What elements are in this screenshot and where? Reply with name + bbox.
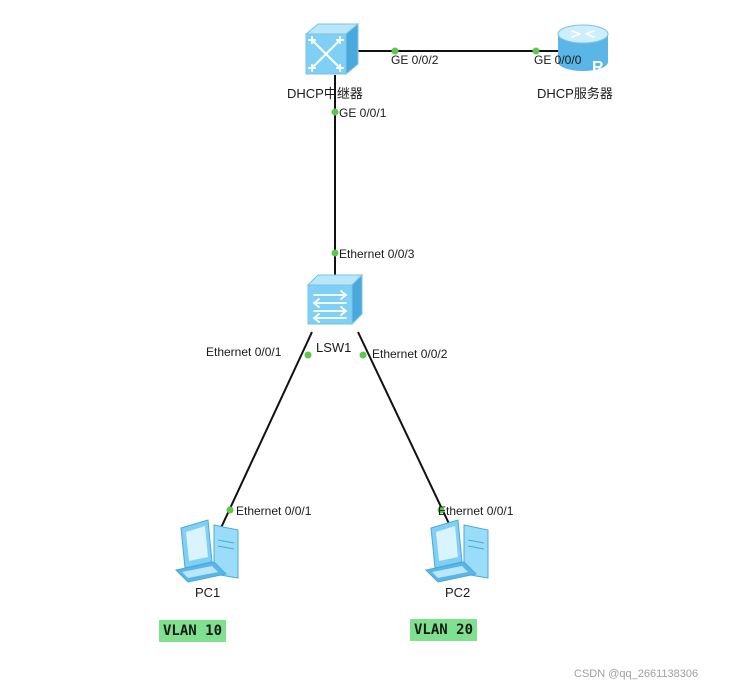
watermark: CSDN @qq_2661138306: [574, 668, 699, 680]
pc2-label: PC2: [445, 585, 471, 600]
port-label-pc1-eth001: Ethernet 0/0/1: [236, 504, 312, 518]
link-switch-pc1[interactable]: [219, 331, 313, 531]
pc2-icon[interactable]: [424, 519, 489, 583]
port-dot-switch-eth001[interactable]: [304, 351, 312, 359]
port-dot-pc2-eth001[interactable]: [437, 506, 445, 514]
port-label-relay-ge002: GE 0/0/2: [391, 53, 439, 67]
relay-label: DHCP中继器: [287, 86, 363, 101]
port-label-switch-eth002: Ethernet 0/0/2: [372, 347, 448, 361]
port-dot-server-ge000[interactable]: [532, 47, 540, 55]
router-icon[interactable]: R: [557, 24, 609, 76]
port-dot-relay-ge002[interactable]: [391, 47, 399, 55]
link-switch-pc2[interactable]: [357, 331, 453, 531]
vlan-tag-pc2: VLAN 20: [410, 619, 478, 641]
port-dot-relay-ge001[interactable]: [331, 108, 339, 116]
server-label: DHCP服务器: [537, 86, 613, 101]
port-label-server-ge000: GE 0/0/0: [534, 53, 582, 67]
relay-switch-icon[interactable]: [304, 22, 360, 76]
pc1-label: PC1: [195, 585, 221, 600]
port-dot-switch-eth002[interactable]: [359, 351, 367, 359]
port-label-switch-eth003: Ethernet 0/0/3: [339, 247, 415, 261]
port-dot-switch-eth003[interactable]: [331, 249, 339, 257]
port-dot-pc1-eth001[interactable]: [226, 506, 234, 514]
vlan-tag-pc1: VLAN 10: [159, 620, 227, 642]
router-r-mark: R: [592, 59, 604, 76]
switch-icon[interactable]: [306, 273, 364, 326]
switch-label: LSW1: [316, 340, 352, 355]
port-label-switch-eth001: Ethernet 0/0/1: [206, 345, 282, 359]
pc1-icon[interactable]: [174, 519, 239, 583]
port-label-pc2-eth001: Ethernet 0/0/1: [438, 504, 514, 518]
port-label-relay-ge001: GE 0/0/1: [339, 106, 387, 120]
